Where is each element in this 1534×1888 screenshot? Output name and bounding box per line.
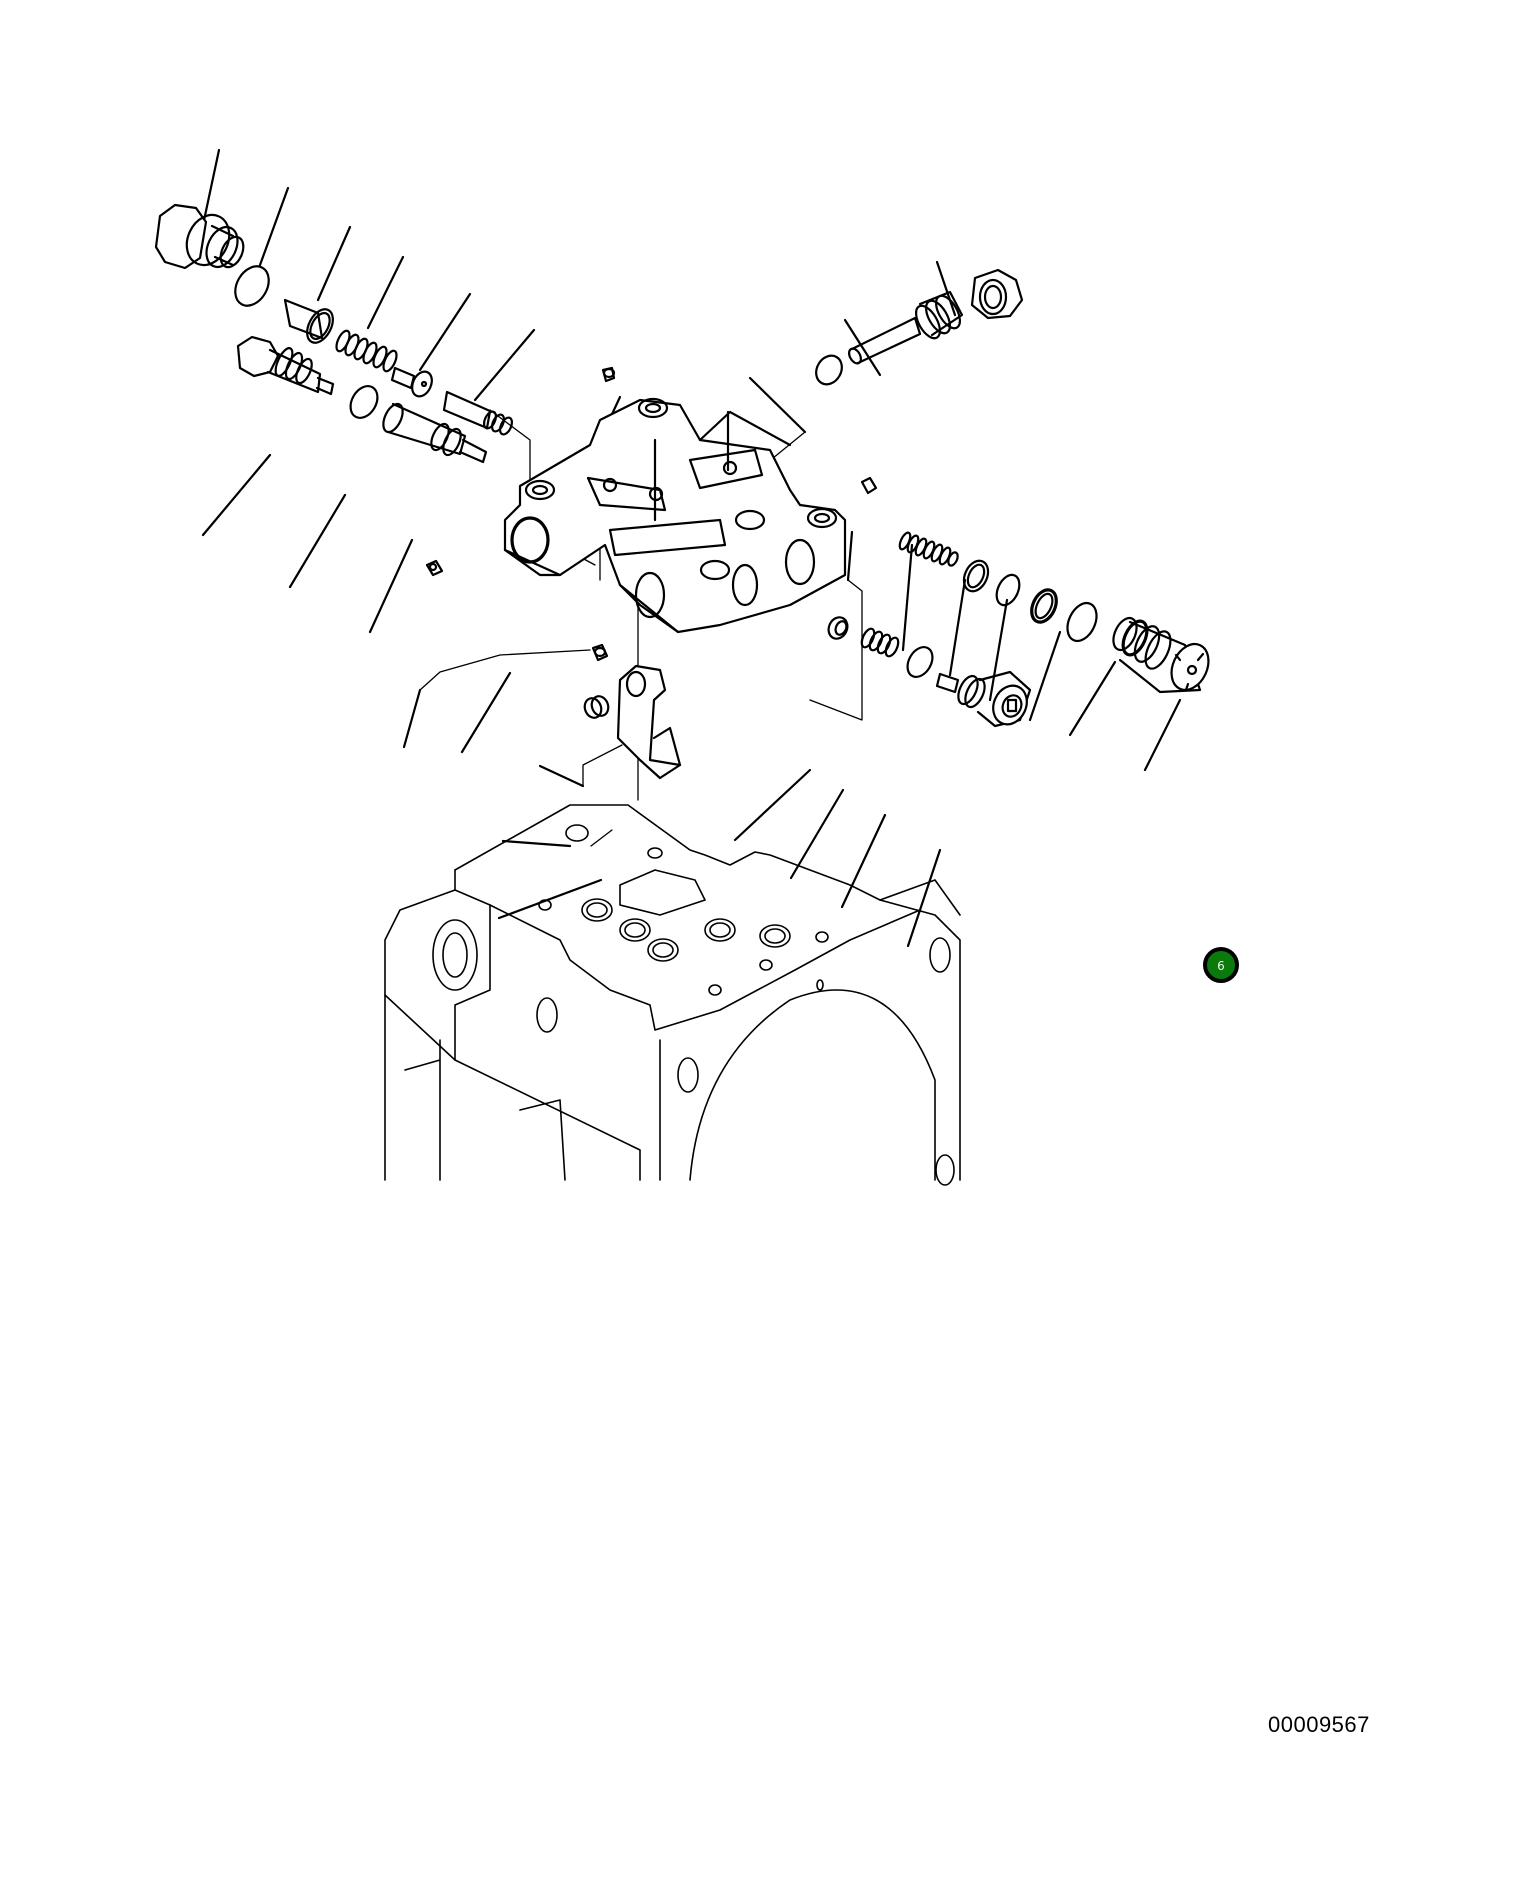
spool-pin [442, 390, 514, 436]
leader-lines [201, 148, 1182, 948]
valve-body [503, 397, 847, 634]
o-ring [1066, 601, 1098, 643]
sleeve [283, 298, 334, 344]
plug-small [827, 616, 849, 640]
o-ring [349, 385, 379, 419]
spool [382, 402, 488, 464]
plug-small [425, 559, 444, 577]
drawing-id: 00009567 [1268, 1712, 1370, 1737]
plug-small [591, 643, 609, 662]
backup-ring [962, 559, 990, 593]
o-ring [815, 354, 843, 386]
plug-small [601, 366, 616, 383]
seat [390, 366, 433, 398]
o-ring [234, 265, 270, 307]
o-ring [995, 573, 1021, 607]
valve-cartridge [1112, 616, 1210, 694]
o-ring [906, 645, 934, 679]
callout-badge[interactable]: 6 [1203, 947, 1239, 983]
plug-hex-socket [935, 670, 1032, 728]
plug-small [860, 476, 878, 495]
backup-ring [1030, 588, 1058, 624]
nut [970, 268, 1024, 320]
callout-badge-label: 6 [1217, 959, 1225, 973]
plug-hex-large [154, 203, 245, 270]
bushing [583, 695, 610, 719]
plug-hex-threaded [236, 335, 335, 396]
lever [616, 664, 682, 780]
spring [335, 329, 398, 373]
piston-rod [848, 290, 964, 365]
spring [860, 627, 900, 658]
pump-casing [384, 804, 961, 1186]
spring [898, 531, 959, 567]
